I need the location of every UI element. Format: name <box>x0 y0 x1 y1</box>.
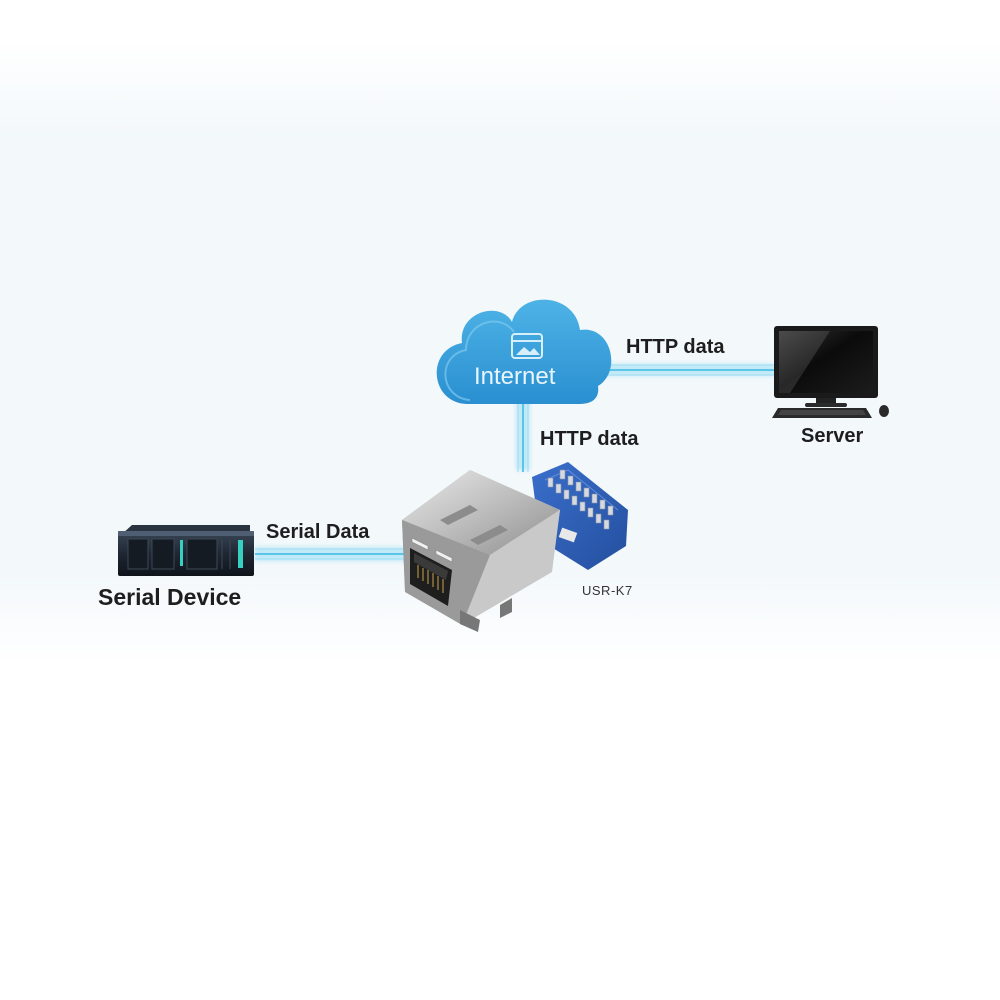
internet-globe-icon <box>511 333 543 359</box>
keyboard-icon <box>772 408 872 418</box>
label-serial-device: Serial Device <box>98 584 242 610</box>
server-computer <box>772 326 889 418</box>
label-usr-k7: USR-K7 <box>582 583 633 598</box>
link-module-to-cloud <box>516 395 530 472</box>
cloud-label: Internet <box>474 363 556 390</box>
internet-cloud <box>436 299 612 404</box>
serial-device <box>118 525 254 576</box>
rj45-jack <box>402 470 560 632</box>
pcb-board <box>532 462 628 570</box>
label-server: Server <box>801 425 864 447</box>
link-cloud-to-server <box>600 364 775 376</box>
label-http-data-middle: HTTP data <box>540 428 639 450</box>
usr-k7-module <box>402 462 628 632</box>
label-serial-data: Serial Data <box>266 521 370 543</box>
link-device-to-module <box>255 547 410 561</box>
mouse-icon <box>879 405 889 417</box>
label-http-data-top: HTTP data <box>626 336 725 358</box>
